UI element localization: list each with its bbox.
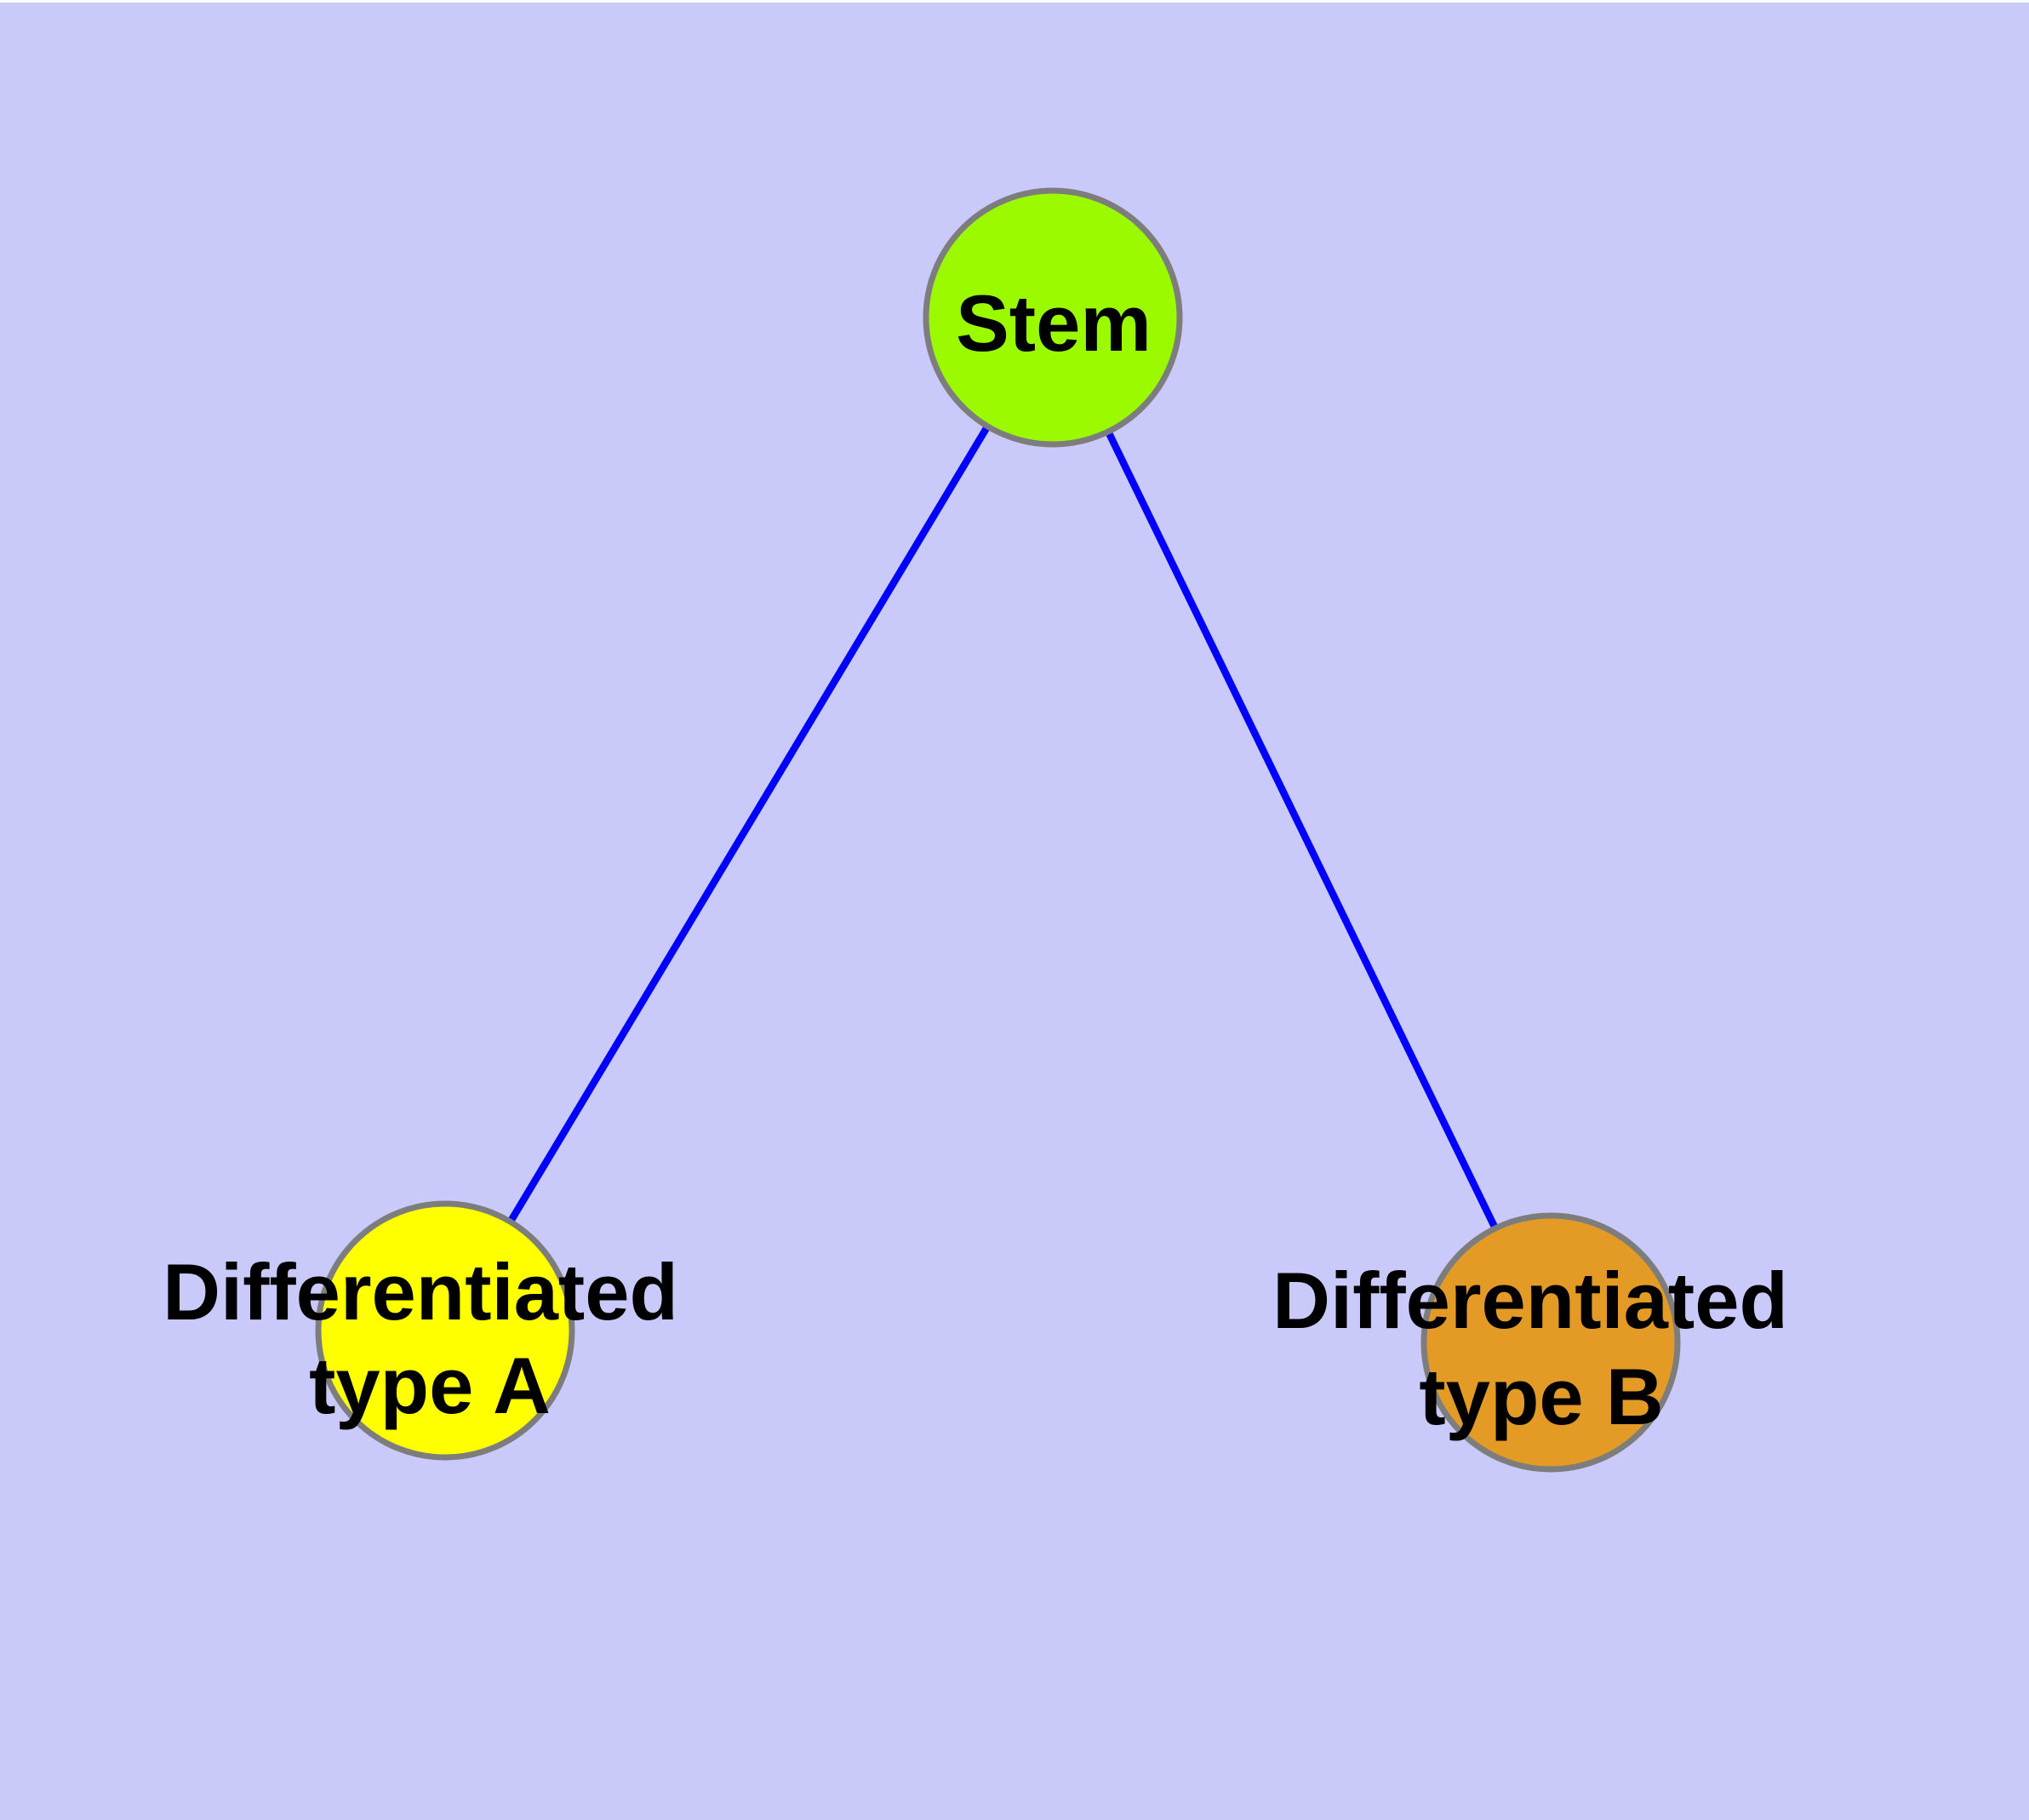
node-stem	[923, 187, 1183, 448]
node-type-b-label-line-2: type B	[1419, 1352, 1663, 1441]
node-type-b-label-line-1: Differentiated	[1272, 1256, 1788, 1345]
canvas-top-margin	[0, 0, 2029, 3]
node-differentiated-type-b	[1420, 1212, 1681, 1473]
edge-stem-to-type-b	[1049, 316, 1554, 1344]
node-type-a-label-line-2: type A	[309, 1341, 551, 1430]
node-stem-label: Stem	[956, 278, 1152, 368]
node-type-a-label-line-1: Differentiated	[163, 1247, 678, 1336]
node-differentiated-type-a	[315, 1200, 575, 1461]
edge-stem-to-type-a	[442, 315, 1056, 1333]
